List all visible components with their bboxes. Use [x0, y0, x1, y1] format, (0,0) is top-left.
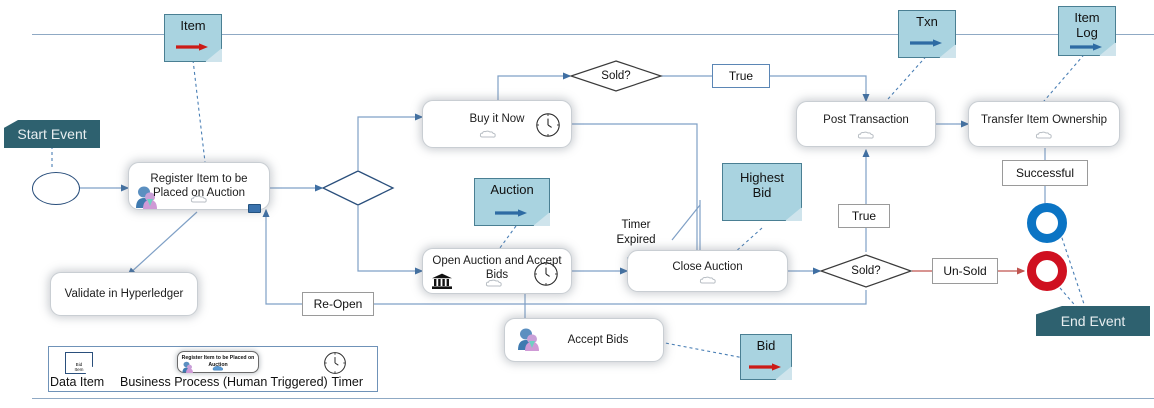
data-object-highest-bid-label: Highest Bid [739, 170, 785, 200]
gateway-sold-1-label: Sold? [601, 70, 631, 82]
data-object-auction-label: Auction [490, 182, 534, 197]
task-buy-it-now-label: Buy it Now [469, 113, 525, 126]
data-object-auction-body [474, 178, 550, 226]
data-store-marker-icon [248, 204, 261, 213]
gateway-split[interactable] [321, 170, 395, 206]
legend-data-item-caption-text: Data Item [50, 375, 105, 389]
blue-arrow-icon [494, 209, 530, 217]
task-open-auction-label: Open Auction and Accept Bids [432, 254, 562, 281]
end-event-banner: End Event [1036, 306, 1150, 336]
label-timer-expired: Timer Expired [598, 204, 674, 247]
gateway-sold-2[interactable]: Sold? [819, 254, 913, 288]
flow-label-unsold-text: Un-Sold [943, 264, 987, 278]
end-event-red-circle[interactable] [1027, 251, 1067, 291]
end-event-label: End Event [1060, 313, 1126, 329]
task-validate-hyperledger-label: Validate in Hyperledger [64, 287, 184, 300]
timer-icon [533, 261, 559, 287]
end-event-blue-circle[interactable] [1027, 203, 1067, 243]
cloud-icon [485, 279, 503, 288]
legend-timer-caption-text: Timer [331, 375, 363, 389]
start-event-banner: Start Event [4, 120, 100, 148]
data-object-bid-label: Bid [756, 338, 776, 353]
legend-data-item-icon: Bid Item [65, 352, 93, 374]
data-object-item-log[interactable]: Item Log [1058, 6, 1116, 56]
legend-data-item-sample-text: Bid Item [74, 361, 84, 373]
flow-label-true-mid-text: True [851, 209, 877, 223]
legend-timer-caption: Timer [332, 375, 363, 389]
data-object-bid[interactable]: Bid [740, 334, 792, 380]
bottom-rule [32, 398, 1154, 399]
data-object-item-body [164, 14, 222, 62]
task-register-item-label: Register Item to be Placed on Auction [150, 172, 248, 199]
data-object-txn[interactable]: Txn [898, 10, 956, 58]
timer-icon [535, 112, 561, 138]
data-object-highest-bid-body [722, 163, 802, 221]
flow-label-true-mid[interactable]: True [838, 204, 890, 228]
task-register-item[interactable]: Register Item to be Placed on Auction [128, 162, 270, 213]
data-object-txn-body [898, 10, 956, 58]
blue-arrow-icon [1069, 43, 1105, 51]
cloud-icon [1035, 131, 1053, 140]
task-accept-bids-label: Accept Bids [567, 333, 629, 346]
flow-label-reopen[interactable]: Re-Open [302, 292, 374, 316]
task-post-transaction-label: Post Transaction [823, 113, 909, 126]
task-post-transaction[interactable]: Post Transaction [796, 101, 936, 147]
cloud-icon [190, 195, 208, 204]
task-close-auction-label: Close Auction [672, 260, 743, 273]
data-object-auction[interactable]: Auction [474, 178, 550, 226]
user-icon [515, 327, 543, 351]
user-icon [181, 361, 195, 373]
start-event-label: Start Event [17, 126, 87, 142]
flow-label-unsold[interactable]: Un-Sold [932, 258, 998, 284]
task-transfer-ownership[interactable]: Transfer Item Ownership [968, 101, 1120, 147]
flow-label-true-top[interactable]: True [712, 64, 770, 88]
legend-business-process-sample-text: Register Item to be Placed on Auction [181, 355, 255, 368]
flow-label-true-top-text: True [728, 69, 754, 83]
data-object-item[interactable]: Item [164, 14, 222, 62]
cloud-icon [699, 276, 716, 285]
flow-label-reopen-text: Re-Open [313, 297, 363, 311]
red-arrow-icon [175, 43, 211, 51]
legend-data-item-fold [85, 366, 93, 374]
cloud-icon [480, 130, 497, 139]
data-object-highest-bid[interactable]: Highest Bid [722, 163, 802, 221]
task-buy-it-now[interactable]: Buy it Now [422, 100, 572, 148]
legend-business-process-icon: Register Item to be Placed on Auction [177, 351, 259, 373]
bank-icon [431, 273, 453, 290]
top-rule [32, 34, 1154, 35]
task-transfer-ownership-label: Transfer Item Ownership [980, 113, 1108, 126]
data-object-bid-body [740, 334, 792, 380]
task-accept-bids[interactable]: Accept Bids [504, 318, 664, 362]
legend-timer-icon [323, 351, 347, 375]
legend-data-item-caption: Data Item [50, 375, 104, 389]
gateway-split-label [322, 170, 394, 206]
gateway-sold-2-label: Sold? [851, 265, 881, 277]
flow-label-successful-text: Successful [1015, 166, 1075, 180]
cloud-icon [212, 365, 224, 372]
cloud-icon [857, 131, 875, 140]
label-timer-expired-text: Timer Expired [616, 219, 656, 246]
blue-arrow-icon [909, 39, 945, 47]
gateway-sold-1[interactable]: Sold? [569, 60, 663, 92]
legend-business-process-caption: Business Process (Human Triggered) [120, 375, 328, 389]
flow-label-successful[interactable]: Successful [1002, 160, 1088, 186]
data-object-item-label: Item [180, 18, 206, 33]
start-event-circle[interactable] [32, 172, 80, 205]
user-icon [133, 185, 161, 209]
task-close-auction[interactable]: Close Auction [627, 250, 788, 292]
data-object-item-log-label: Item Log [1074, 10, 1100, 40]
data-object-txn-label: Txn [916, 14, 938, 29]
task-open-auction[interactable]: Open Auction and Accept Bids [422, 248, 572, 294]
legend-business-process-caption-text: Business Process (Human Triggered) [120, 375, 328, 389]
task-validate-hyperledger[interactable]: Validate in Hyperledger [50, 272, 198, 316]
red-arrow-icon [748, 363, 784, 371]
legend-box: Bid Item Data Item Register Item to be P… [48, 346, 378, 392]
